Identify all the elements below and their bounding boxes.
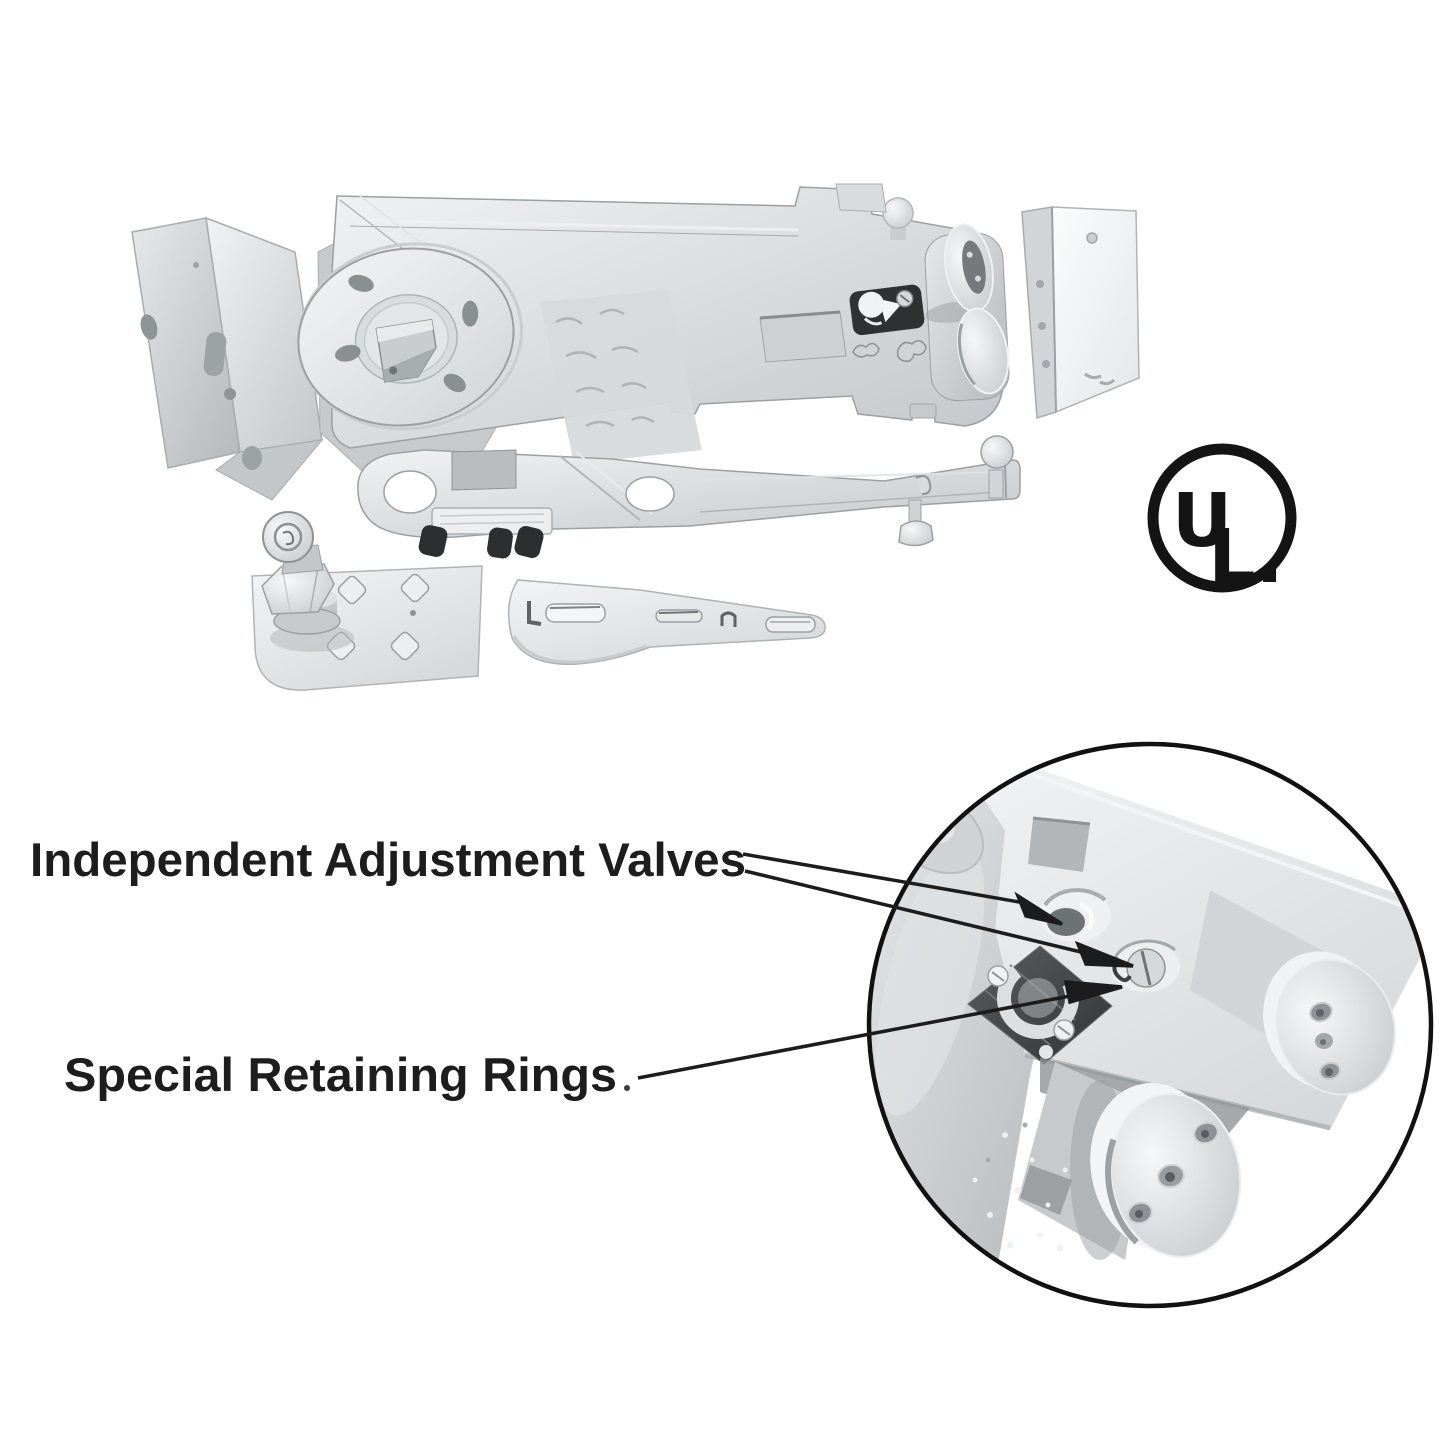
valve-hole-1-icon [1039, 888, 1111, 942]
pivot-pin-icon [261, 511, 341, 635]
arm-hole-icon [383, 470, 437, 514]
stamped-marks-icon [852, 339, 927, 363]
ul-letter-l: L. [1208, 514, 1283, 600]
valve-hole-2-icon [1110, 939, 1180, 992]
closer-body-part [296, 183, 1010, 481]
inset-cylinder-2-icon [1018, 1062, 1242, 1260]
rings-label: Special Retaining Rings [64, 1048, 617, 1101]
callout-lines [624, 852, 1134, 1091]
rubber-bumpers-icon [418, 525, 544, 559]
speckle-texture [972, 1122, 1072, 1251]
main-arm-part [357, 435, 1021, 559]
arrowhead-icon [1063, 980, 1123, 1005]
slide-arm-part [507, 579, 826, 666]
arrowhead-icon [1074, 940, 1134, 968]
spindle-square-icon [375, 318, 437, 383]
inset-cylinder-1-icon [1190, 890, 1396, 1096]
hydraulic-cylinders-icon [909, 223, 1010, 419]
bracket-hole-icon [224, 388, 236, 400]
bottom-pivot-part [251, 511, 483, 691]
ul-mark-icon: U L. [1147, 443, 1297, 600]
embossed-texture [540, 290, 702, 464]
ball-pin-icon [980, 435, 1014, 499]
thumb-screw-icon [898, 499, 934, 547]
inset-ring [866, 741, 1434, 1309]
cam-pivot-plate-icon [296, 242, 524, 431]
ul-letter-u: U [1172, 478, 1232, 564]
top-knob-icon [882, 197, 914, 240]
arrowhead-icon [1014, 891, 1063, 926]
mounting-bracket-left-part [131, 216, 324, 501]
valves-label: Independent Adjustment Valves [30, 833, 746, 886]
valve-recess-icon [849, 284, 925, 336]
arm-hole-icon [625, 476, 675, 512]
bracket-hole-icon [242, 446, 262, 470]
bracket-hole-icon [140, 314, 158, 340]
mounting-bracket-right-part [1021, 206, 1140, 420]
exploded-view [131, 183, 1140, 691]
bracket-slot-icon [203, 331, 227, 377]
